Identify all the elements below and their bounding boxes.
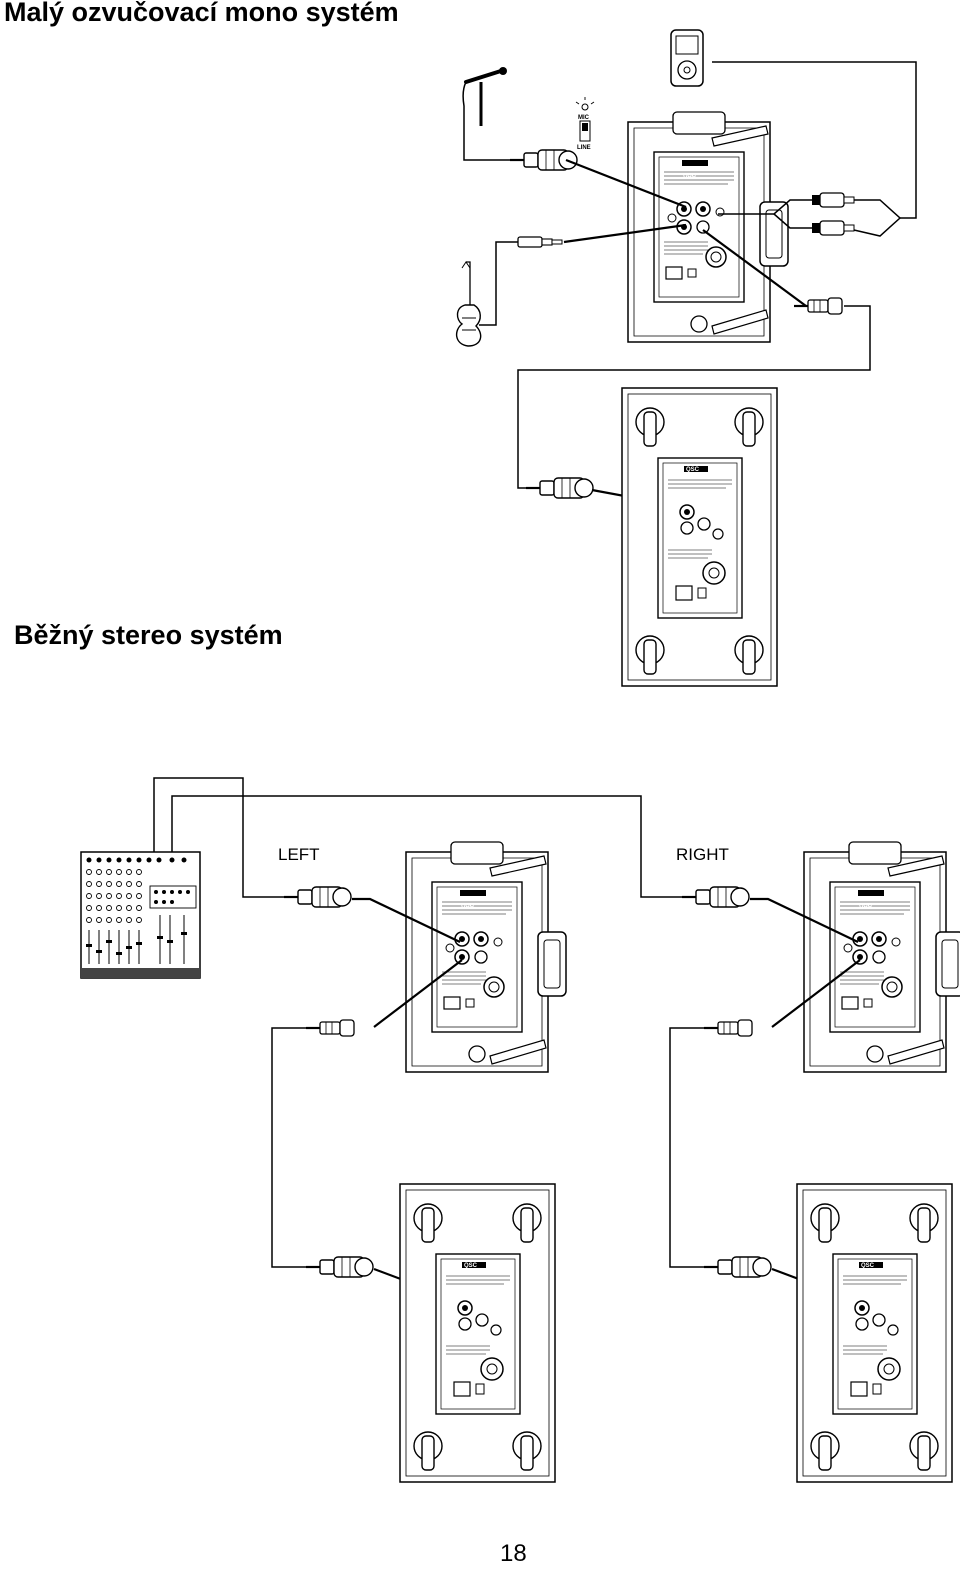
xlr-connector-icon <box>524 476 595 500</box>
mono-system-heading: Malý ozvučovací mono systém <box>4 0 399 27</box>
brand-label: QSC <box>686 467 700 473</box>
rca-connector-icon <box>718 192 902 237</box>
xlr-connector-icon <box>792 296 844 316</box>
page-number: 18 <box>500 1540 527 1567</box>
loudspeaker-icon <box>803 841 960 1073</box>
subwoofer-icon <box>796 1183 953 1483</box>
xlr-connector-icon <box>282 885 353 909</box>
brand-label: QSC <box>461 903 475 909</box>
brand-label: QSC <box>861 1263 875 1269</box>
xlr-connector-icon <box>702 1255 773 1279</box>
brand-label: QSC <box>683 173 697 179</box>
electric-guitar-icon <box>455 241 518 347</box>
left-channel-label: LEFT <box>278 845 320 864</box>
brand-label: QSC <box>859 903 873 909</box>
svg-text:LINE: LINE <box>577 145 591 151</box>
xlr-connector-icon <box>304 1255 375 1279</box>
mixer-icon <box>80 777 682 979</box>
svg-text:MIC: MIC <box>578 115 590 121</box>
subwoofer-icon <box>399 1183 556 1483</box>
microphone-icon <box>462 67 518 161</box>
brand-label: QSC <box>464 1263 478 1269</box>
loudspeaker-icon <box>627 111 789 343</box>
mp3-player-icon <box>670 29 917 219</box>
xlr-connector-icon <box>304 1018 356 1038</box>
subwoofer-icon <box>621 387 778 687</box>
stereo-system-heading: Běžný stereo systém <box>14 620 283 650</box>
mic-line-switch: MIC LINE <box>575 97 595 151</box>
xlr-connector-icon <box>680 885 751 909</box>
right-channel-label: RIGHT <box>676 845 729 864</box>
loudspeaker-icon <box>405 841 567 1073</box>
xlr-connector-icon <box>702 1018 754 1038</box>
jack-connector-icon <box>517 236 563 248</box>
